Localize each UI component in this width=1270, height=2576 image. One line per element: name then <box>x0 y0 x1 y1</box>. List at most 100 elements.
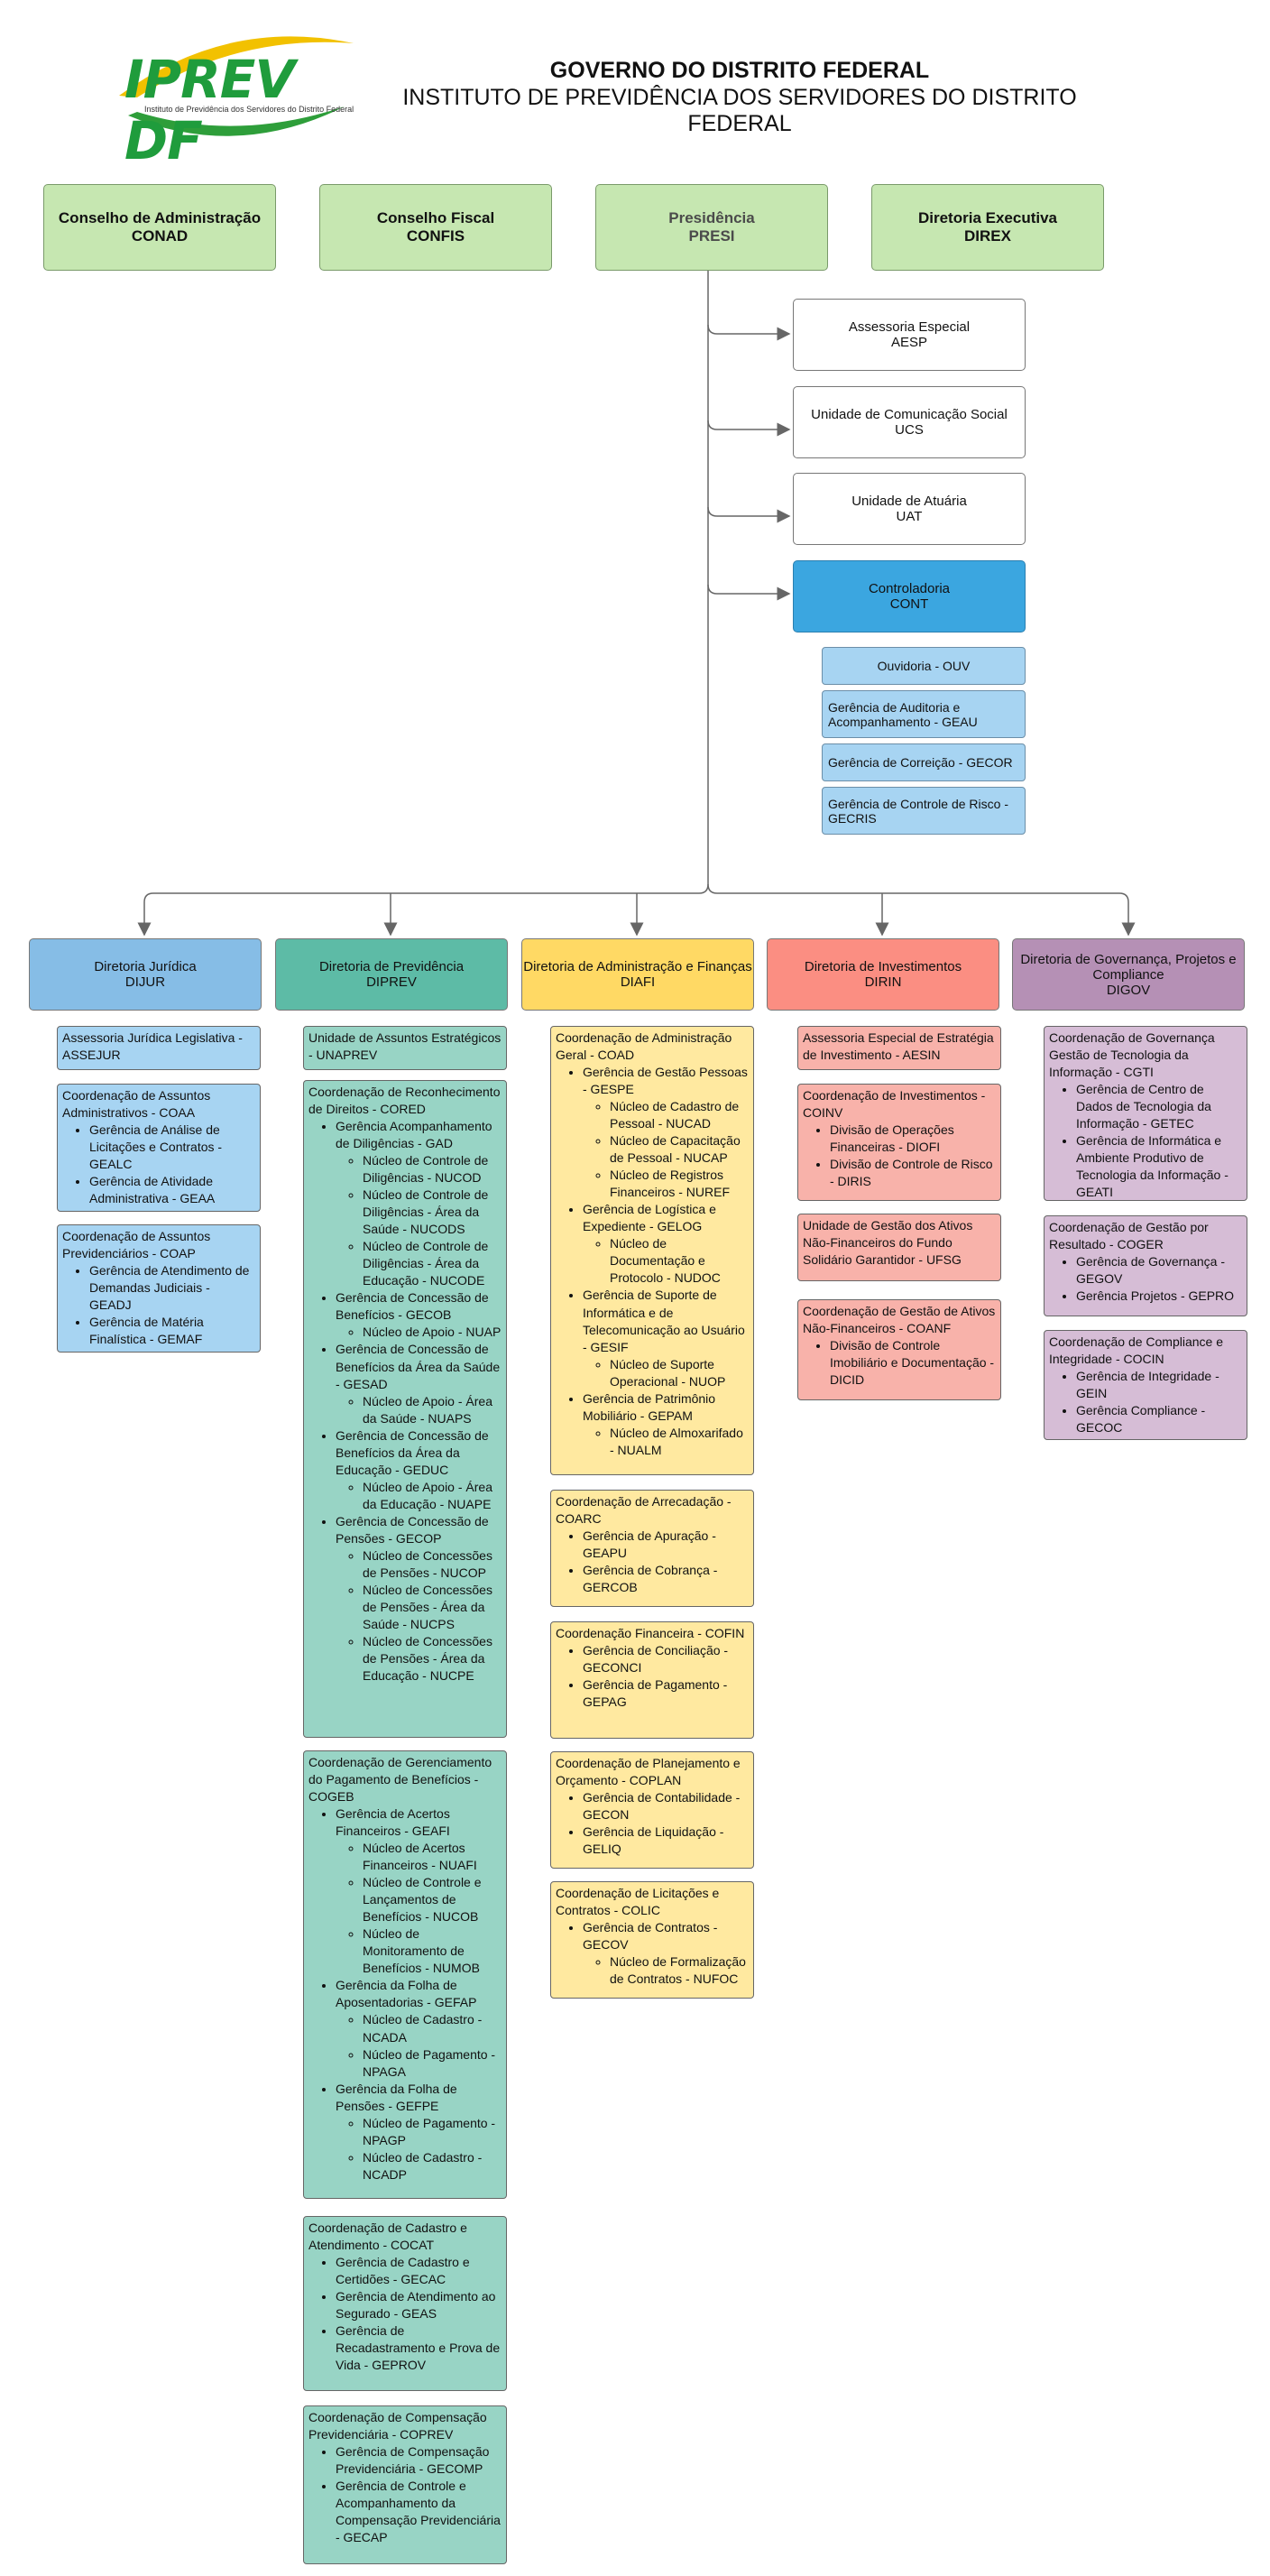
box-conad: Conselho de Administração CONAD <box>43 184 276 271</box>
unit-list: Gerência de Acertos Financeiros - GEAFIN… <box>308 1805 502 2184</box>
box-code: DIGOV <box>1106 982 1151 998</box>
unit-item: Gerência de Concessão de Benefícios da Á… <box>336 1341 502 1426</box>
unit-title: Coordenação de Cadastro e Atendimento - … <box>308 2221 467 2253</box>
unit-sublist: Núcleo de Acertos Financeiros - NUAFINúc… <box>336 1840 502 1977</box>
box-code: DIPREV <box>366 974 417 990</box>
box-code: DIAFI <box>620 974 656 990</box>
unit-item: Gerência de Pagamento - GEPAG <box>583 1676 749 1711</box>
unit-subitem: Núcleo de Pagamento - NPAGP <box>363 2115 502 2149</box>
card-cgti: Coordenação de Governança Gestão de Tecn… <box>1044 1026 1247 1201</box>
unit-title: Coordenação de Investimentos - COINV <box>803 1088 986 1121</box>
unit-item: Gerência da Folha de Pensões - GEFPENúcl… <box>336 2081 502 2184</box>
unit-list: Gerência de Contratos - GECOVNúcleo de F… <box>556 1919 749 1988</box>
unit-item-label: Gerência de Controle e Acompanhamento da… <box>336 2479 501 2545</box>
card-coap: Coordenação de Assuntos Previdenciários … <box>57 1224 261 1353</box>
card-coaa: Coordenação de Assuntos Administrativos … <box>57 1084 261 1212</box>
unit-sublist: Núcleo de Concessões de Pensões - NUCOPN… <box>336 1547 502 1685</box>
unit-item: Gerência de Informática e Ambiente Produ… <box>1076 1132 1242 1200</box>
unit-item: Gerência de Acertos Financeiros - GEAFIN… <box>336 1805 502 1977</box>
card-colic: Coordenação de Licitações e Contratos - … <box>550 1881 754 1999</box>
card-coinv: Coordenação de Investimentos - COINVDivi… <box>797 1084 1001 1201</box>
unit-item-label: Gerência de Compensação Previdenciária -… <box>336 2444 490 2477</box>
unit-title: Coordenação de Gerenciamento do Pagament… <box>308 1755 492 1805</box>
box-cont: Controladoria CONT <box>793 560 1026 632</box>
box-gecor: Gerência de Correição - GECOR <box>822 743 1026 781</box>
box-direx: Diretoria Executiva DIREX <box>871 184 1104 271</box>
unit-item: Gerência de Governança - GEGOV <box>1076 1253 1242 1288</box>
unit-title: Assessoria Jurídica Legislativa - ASSEJU… <box>62 1030 243 1063</box>
logo-text: IPREV DF <box>124 49 295 171</box>
box-dirin: Diretoria de Investimentos DIRIN <box>767 938 999 1011</box>
unit-item-label: Gerência de Liquidação - GELIQ <box>583 1824 724 1857</box>
card-cofin: Coordenação Financeira - COFINGerência d… <box>550 1621 754 1739</box>
unit-item: Gerência de Controle e Acompanhamento da… <box>336 2478 502 2546</box>
box-diprev: Diretoria de Previdência DIPREV <box>275 938 508 1011</box>
unit-list: Gerência de Atendimento de Demandas Judi… <box>62 1262 255 1348</box>
card-cocat: Coordenação de Cadastro e Atendimento - … <box>303 2216 507 2391</box>
unit-subitem: Núcleo de Capacitação de Pessoal - NUCAP <box>610 1132 749 1167</box>
unit-item: Gerência de Contratos - GECOVNúcleo de F… <box>583 1919 749 1988</box>
card-coarc: Coordenação de Arrecadação - COARCGerênc… <box>550 1490 754 1607</box>
unit-item: Gerência de Patrimônio Mobiliário - GEPA… <box>583 1390 749 1459</box>
unit-item-label: Divisão de Controle de Risco - DIRIS <box>830 1157 993 1189</box>
unit-subitem: Núcleo de Suporte Operacional - NUOP <box>610 1356 749 1390</box>
box-code: UAT <box>896 509 923 524</box>
unit-item-label: Gerência da Folha de Aposentadorias - GE… <box>336 1978 477 2010</box>
unit-item-label: Gerência de Centro de Dados de Tecnologi… <box>1076 1082 1211 1131</box>
unit-item: Gerência Compliance - GECOC <box>1076 1402 1242 1436</box>
unit-list: Gerência de Centro de Dados de Tecnologi… <box>1049 1081 1242 1200</box>
box-name: Diretoria de Governança, Projetos e Comp… <box>1020 951 1237 983</box>
card-coplan: Coordenação de Planejamento e Orçamento … <box>550 1751 754 1869</box>
unit-sublist: Núcleo de Almoxarifado - NUALM <box>583 1425 749 1459</box>
box-dijur: Diretoria Jurídica DIJUR <box>29 938 262 1011</box>
unit-item-label: Gerência de Recadastramento e Prova de V… <box>336 2323 501 2373</box>
unit-subitem: Núcleo de Controle de Diligências - NUCO… <box>363 1152 502 1186</box>
unit-sublist: Núcleo de Apoio - NUAP <box>336 1324 502 1341</box>
unit-item-label: Gerência de Atividade Administrativa - G… <box>89 1174 216 1206</box>
unit-list: Gerência de Governança - GEGOVGerência P… <box>1049 1253 1242 1305</box>
unit-item-label: Gerência de Concessão de Pensões - GECOP <box>336 1513 489 1546</box>
unit-title: Coordenação de Planejamento e Orçamento … <box>556 1756 741 1788</box>
unit-item: Gerência de Concessão de Benefícios - GE… <box>336 1289 502 1341</box>
card-unaprev: Unidade de Assuntos Estratégicos - UNAPR… <box>303 1026 507 1070</box>
unit-sublist: Núcleo de Suporte Operacional - NUOP <box>583 1356 749 1390</box>
unit-item-label: Gerência de Concessão de Benefícios da Á… <box>336 1427 489 1477</box>
unit-sublist: Núcleo de Cadastro - NCADANúcleo de Paga… <box>336 2011 502 2080</box>
unit-title: Coordenação de Assuntos Administrativos … <box>62 1088 211 1121</box>
unit-item: Gerência de Conciliação - GECONCI <box>583 1642 749 1676</box>
unit-subitem: Núcleo de Almoxarifado - NUALM <box>610 1425 749 1459</box>
unit-item-label: Gerência de Gestão Pessoas - GESPE <box>583 1065 748 1097</box>
unit-item-label: Gerência de Governança - GEGOV <box>1076 1254 1225 1287</box>
unit-item: Gerência de Compensação Previdenciária -… <box>336 2443 502 2478</box>
unit-list: Gerência de Integridade - GEINGerência C… <box>1049 1368 1242 1436</box>
box-name: Unidade de Comunicação Social <box>811 407 1008 422</box>
box-name: Diretoria de Previdência <box>318 959 465 974</box>
unit-list: Gerência de Análise de Licitações e Cont… <box>62 1122 255 1207</box>
box-name: Presidência <box>668 209 755 226</box>
unit-item: Gerência de Análise de Licitações e Cont… <box>89 1122 255 1173</box>
box-geau: Gerência de Auditoria e Acompanhamento -… <box>822 690 1026 738</box>
unit-subitem: Núcleo de Apoio - Área da Educação - NUA… <box>363 1479 502 1513</box>
unit-subitem: Núcleo de Registros Financeiros - NUREF <box>610 1167 749 1201</box>
unit-item-label: Gerência de Matéria Finalística - GEMAF <box>89 1315 204 1347</box>
unit-sublist: Núcleo de Controle de Diligências - NUCO… <box>336 1152 502 1289</box>
unit-list: Gerência de Gestão Pessoas - GESPE Núcleo… <box>556 1064 749 1459</box>
unit-item-label: Gerência de Cobrança - GERCOB <box>583 1563 718 1595</box>
unit-item-label: Gerência Projetos - GEPRO <box>1076 1288 1235 1304</box>
unit-subitem: Núcleo de Acertos Financeiros - NUAFI <box>363 1840 502 1874</box>
card-coad: Coordenação de Administração Geral - COA… <box>550 1026 754 1475</box>
card-cored: Coordenação de Reconhecimento de Direito… <box>303 1080 507 1738</box>
card-cocin: Coordenação de Compliance e Integridade … <box>1044 1330 1247 1440</box>
unit-title: Coordenação de Compliance e Integridade … <box>1049 1334 1224 1367</box>
unit-item-label: Gerência de Pagamento - GEPAG <box>583 1677 728 1710</box>
unit-title: Coordenação de Gestão por Resultado - CO… <box>1049 1220 1209 1252</box>
box-code: DIREX <box>964 227 1011 245</box>
unit-list: Gerência de Compensação Previdenciária -… <box>308 2443 502 2546</box>
unit-subitem: Núcleo de Controle de Diligências - Área… <box>363 1238 502 1289</box>
unit-title: Unidade de Assuntos Estratégicos - UNAPR… <box>308 1030 502 1063</box>
unit-title: Coordenação de Compensação Previdenciári… <box>308 2410 487 2442</box>
unit-list: Divisão de Operações Financeiras - DIOFI… <box>803 1122 996 1190</box>
unit-list: Gerência de Apuração - GEAPUGerência de … <box>556 1528 749 1596</box>
card-aesin: Assessoria Especial de Estratégia de Inv… <box>797 1026 1001 1070</box>
